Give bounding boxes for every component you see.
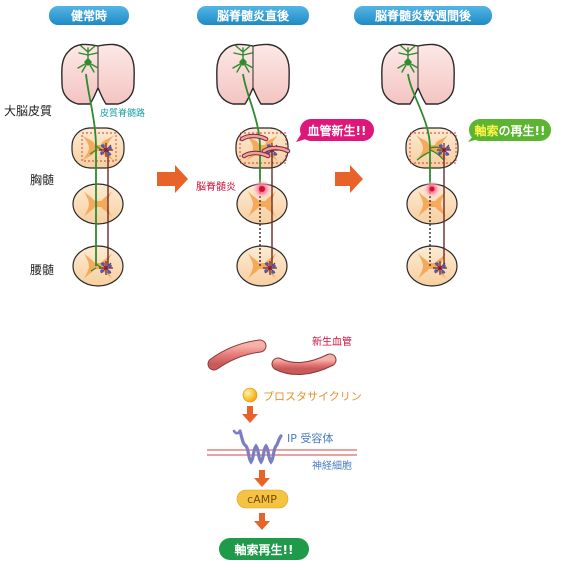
spinal-cord-section-icon <box>406 245 458 287</box>
stage-acute: 脳脊髄炎 血管新生!! <box>196 43 374 287</box>
header-healthy: 健常時 <box>49 6 129 25</box>
label-neuron: 神経細胞 <box>312 459 352 472</box>
label-axon-regeneration: 軸索再生!! <box>235 542 294 557</box>
camp-badge <box>236 489 289 509</box>
callout-angiogenesis: 血管新生!! <box>296 119 374 142</box>
header-acute: 脳脊髄炎直後 <box>197 6 309 25</box>
spinal-cord-section-icon <box>236 245 288 287</box>
header-weeks-later-label: 脳脊髄炎数週間後 <box>375 8 472 23</box>
brain-icon <box>381 43 455 105</box>
synapse-icon <box>98 142 114 158</box>
arrow-down-icon <box>242 406 258 423</box>
label-encephalomyelitis: 脳脊髄炎 <box>196 180 236 193</box>
result-badge <box>219 538 309 560</box>
label-cerebral-cortex: 大脳皮質 <box>4 103 52 118</box>
label-corticospinal-tract: 皮質脊髄路 <box>100 107 145 119</box>
arrow-right-icon <box>157 165 188 193</box>
callout-regeneration-word: の再生!! <box>499 123 546 138</box>
brain-icon <box>61 43 135 105</box>
brain-icon <box>216 43 290 105</box>
callout-axon-word: 軸索 <box>475 123 499 138</box>
header-acute-label: 脳脊髄炎直後 <box>217 8 290 23</box>
prostacyclin-dot-icon <box>242 387 258 403</box>
stage-healthy: 皮質脊髄路 <box>61 43 145 287</box>
spinal-cord-section-icon <box>72 183 124 225</box>
label-lumbar-cord: 腰髄 <box>30 262 54 277</box>
blood-vessel-icon <box>207 339 337 375</box>
label-new-vessels: 新生血管 <box>312 335 352 348</box>
header-weeks-later: 脳脊髄炎数週間後 <box>354 6 492 25</box>
label-thoracic-cord: 胸髄 <box>30 172 54 187</box>
stage-weeks-later: 軸索の再生!! <box>381 43 551 287</box>
label-camp: cAMP <box>247 493 277 506</box>
callout-axon-regeneration: 軸索の再生!! <box>468 119 551 142</box>
mechanism-pathway: 新生血管 プロスタサイクリン IP 受容体 神経細胞 cAMP 軸索再生!! <box>207 335 362 560</box>
header-healthy-label: 健常時 <box>71 8 107 23</box>
callout-axon-regeneration-label: 軸索の再生!! <box>475 123 546 138</box>
callout-angiogenesis-label: 血管新生!! <box>308 123 367 138</box>
label-prostacyclin: プロスタサイクリン <box>263 390 362 403</box>
ip-receptor-icon <box>232 429 283 465</box>
arrow-down-icon <box>254 470 270 487</box>
label-ip-receptor: IP 受容体 <box>287 431 333 445</box>
synapse-icon <box>432 260 448 276</box>
arrow-down-icon <box>254 513 270 530</box>
synapse-icon <box>436 142 452 158</box>
arrow-right-icon <box>335 165 363 193</box>
synapse-icon <box>262 260 278 276</box>
